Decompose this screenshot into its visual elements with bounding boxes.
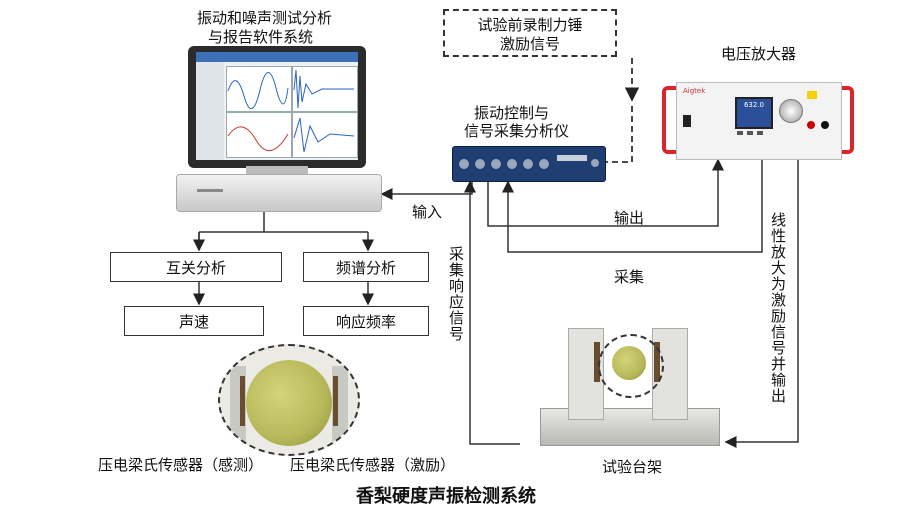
amplifier-handle-right xyxy=(838,86,854,154)
hammer-line1: 试验前录制力锤 xyxy=(477,16,583,34)
pear-closeup xyxy=(218,344,360,456)
computer-box xyxy=(176,174,382,212)
pear xyxy=(246,360,332,446)
response-frequency-box: 响应频率 xyxy=(303,306,429,336)
amplifier-device: Aigtek 632.0 xyxy=(662,80,854,160)
bench-label: 试验台架 xyxy=(602,458,663,476)
amplify-signal-label: 线性放大为激励信号并输出 xyxy=(769,212,787,404)
hammer-line2: 激励信号 xyxy=(499,35,560,53)
controller-title-line2: 信号采集分析仪 xyxy=(464,122,570,140)
software-title-line1: 振动和噪声测试分析 xyxy=(197,9,333,27)
amplifier-title: 电压放大器 xyxy=(721,45,797,63)
amplifier-knob xyxy=(779,99,803,123)
amplifier-display-value: 632.0 xyxy=(743,101,765,109)
hammer-signal-box: 试验前录制力锤 激励信号 xyxy=(443,9,617,57)
input-label: 输入 xyxy=(412,203,443,221)
bench-pear xyxy=(612,346,646,380)
software-title-line2: 与报告软件系统 xyxy=(208,28,314,46)
controller-device xyxy=(452,146,606,182)
monitor-stand xyxy=(246,166,308,174)
cross-analysis-box: 互关分析 xyxy=(110,252,282,282)
monitor-image xyxy=(188,46,366,168)
controller-title-line1: 振动控制与 xyxy=(474,104,550,122)
diagram-title: 香梨硬度声振检测系统 xyxy=(356,486,536,507)
amplifier-display: 632.0 xyxy=(735,97,773,129)
amplifier-handle-left xyxy=(662,86,678,154)
test-bench-image xyxy=(534,312,724,448)
spectrum-analysis-box: 频谱分析 xyxy=(303,252,429,282)
output-label: 输出 xyxy=(614,209,645,227)
acquire-label: 采集 xyxy=(614,268,645,286)
bench-pear-circle xyxy=(598,334,664,398)
sensor-detect-label: 压电梁氏传感器（感测） xyxy=(98,456,264,474)
sensor-excite-label: 压电梁氏传感器（激励） xyxy=(290,456,456,474)
amplifier-brand: Aigtek xyxy=(683,87,706,95)
response-signal-label: 采集响应信号 xyxy=(447,246,465,342)
sound-speed-box: 声速 xyxy=(124,306,264,336)
